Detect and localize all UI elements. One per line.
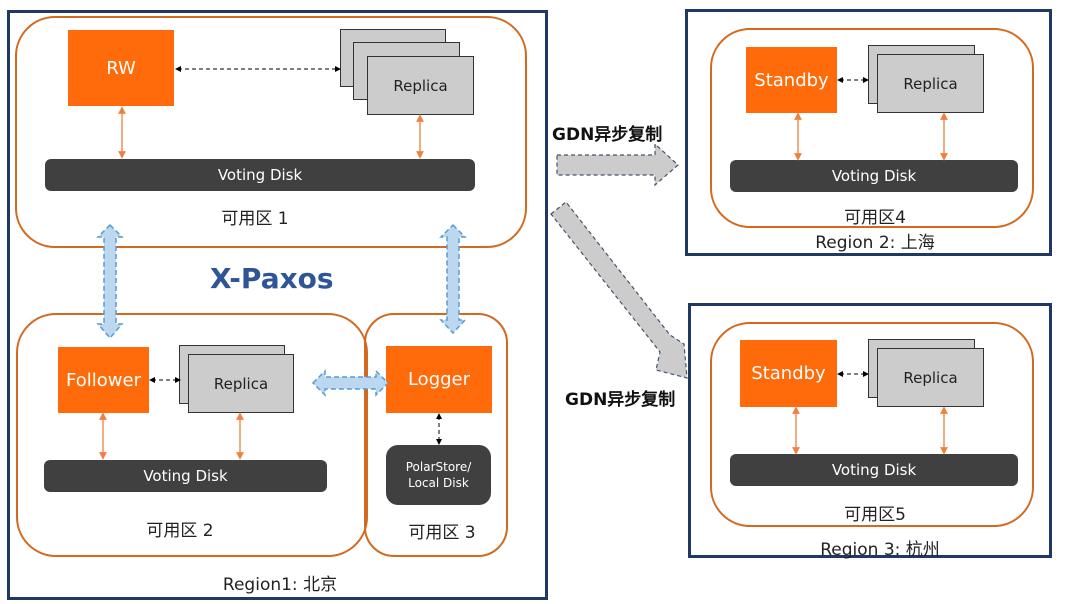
gdn-arrow-hangzhou <box>550 201 688 379</box>
zone-label: 可用区5 <box>844 505 906 525</box>
standby-node[interactable]: Standby <box>746 47 837 113</box>
zone-label: 可用区 2 <box>146 521 214 541</box>
voting-disk: Voting Disk <box>45 159 475 191</box>
rw-node[interactable]: RW <box>68 30 174 106</box>
replica-node[interactable]: Replica <box>188 354 294 413</box>
standby-node[interactable]: Standby <box>740 340 837 407</box>
zone-label: 可用区 1 <box>221 209 289 229</box>
gdn-replication-label-1: GDN异步复制 <box>552 125 663 145</box>
voting-disk: Voting Disk <box>44 460 327 492</box>
region-label: Region1: 北京 <box>222 575 338 595</box>
voting-disk: Voting Disk <box>730 160 1018 192</box>
zone-1 <box>15 16 527 248</box>
follower-node[interactable]: Follower <box>58 347 149 413</box>
replica-node[interactable]: Replica <box>877 54 984 113</box>
zone-4 <box>710 28 1034 228</box>
zone-label: 可用区4 <box>844 208 906 228</box>
gdn-replication-label-2: GDN异步复制 <box>565 390 676 410</box>
xpaxos-title: X-Paxos <box>210 262 334 295</box>
gdn-arrow-shanghai <box>556 142 679 187</box>
replica-node[interactable]: Replica <box>877 348 984 407</box>
zone-label: 可用区 3 <box>408 523 476 543</box>
logger-node[interactable]: Logger <box>386 346 492 413</box>
zone-2 <box>16 313 368 557</box>
zone-5 <box>710 322 1034 527</box>
paxos-arrow-zone2-zone3 <box>311 369 390 397</box>
region-label: Region 2: 上海 <box>815 233 935 253</box>
paxos-arrow-zone1-zone3 <box>439 223 467 335</box>
polarstore-disk: PolarStore/ Local Disk <box>386 445 491 505</box>
voting-disk: Voting Disk <box>730 454 1018 486</box>
zone-3 <box>364 313 508 557</box>
storage-line2: Local Disk <box>408 476 469 490</box>
storage-line1: PolarStore/ <box>405 460 472 474</box>
paxos-arrow-zone1-zone2 <box>96 223 124 340</box>
region-label: Region 3: 杭州 <box>820 540 940 560</box>
